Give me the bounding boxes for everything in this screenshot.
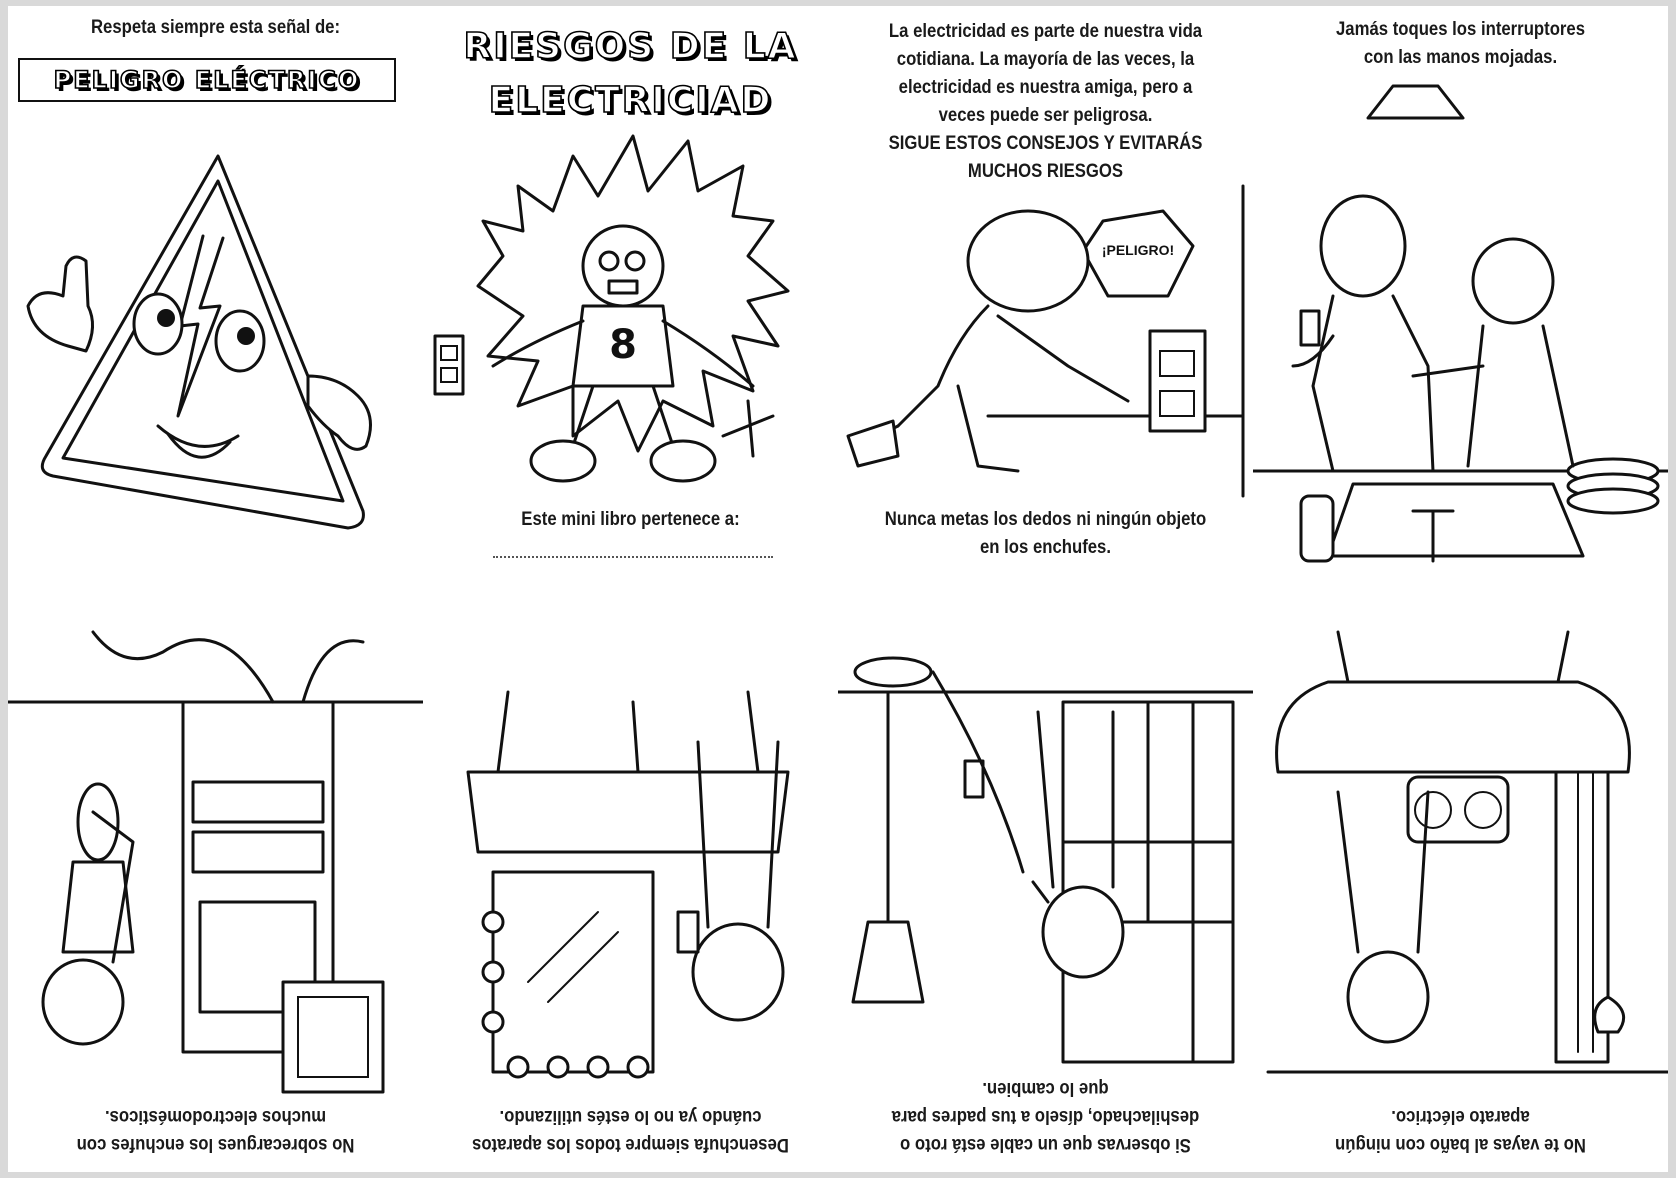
panel-intro: La electricidad es parte de nuestra vida… (838, 6, 1253, 589)
signal-caption: Respeta siempre esta señal de: (90, 17, 341, 38)
minibook-sheet: Respeta siempre esta señal de: PELIGRO E… (8, 6, 1668, 1172)
panel-overload: No sobrecargues los enchufes con muchos … (8, 589, 423, 1172)
intro-line-2: cotidiana. La mayoría de las veces, la (896, 49, 1195, 70)
kitchen-sink-illustration (1253, 84, 1668, 563)
owner-label: Este mini libro pertenece a: (521, 509, 740, 530)
overloaded-appliances-illustration (8, 630, 423, 1094)
panel-unplug: Desenchufa siempre todos los aparatos cu… (423, 589, 838, 1172)
cover-title-line2: ELECTRICIAD (488, 79, 773, 122)
panel-cable: Si observas que un cable está roto o des… (838, 589, 1253, 1172)
warning-triangle-mascot-illustration (26, 154, 372, 530)
panel-cover: RIESGOS DE LA ELECTRICIAD (423, 6, 838, 589)
girl-at-outlet-illustration (846, 184, 1245, 498)
wet-hands-text: Jamás toques los interruptores con las m… (1287, 16, 1635, 72)
panel-danger-sign: Respeta siempre esta señal de: PELIGRO E… (8, 6, 423, 589)
jersey-number: 8 (609, 322, 637, 368)
intro-line-4: veces puede ser peligrosa. (938, 105, 1153, 126)
bathtub-radio-illustration (1266, 630, 1668, 1074)
intro-line-6: MUCHOS RIESGOS (967, 161, 1124, 182)
danger-title: PELIGRO ELÉCTRICO (53, 65, 361, 95)
panel-wet-hands: Jamás toques los interruptores con las m… (1253, 6, 1668, 589)
cover-title-line1: RIESGOS DE LA (463, 25, 798, 68)
danger-sign-text: ¡PELIGRO! (1101, 242, 1175, 258)
wet-hands-line-2: con las manos mojadas. (1363, 47, 1558, 68)
outlet-caption-line-2: en los enchufes. (979, 537, 1112, 558)
intro-line-5: SIGUE ESTOS CONSEJOS Y EVITARÁS (888, 133, 1203, 154)
shocked-boy-illustration (433, 134, 790, 483)
intro-text: La electricidad es parte de nuestra vida… (872, 18, 1220, 186)
intro-line-3: electricidad es nuestra amiga, pero a (898, 77, 1193, 98)
panel-bath: No te vayas al baño con ningún aparato e… (1253, 589, 1668, 1172)
outlet-caption: Nunca metas los dedos ni ningún objeto e… (872, 506, 1220, 562)
intro-line-1: La electricidad es parte de nuestra vida (888, 21, 1203, 42)
vanity-mirror-illustration (466, 690, 790, 1079)
outlet-caption-line-1: Nunca metas los dedos ni ningún objeto (884, 509, 1207, 530)
danger-title-box: PELIGRO ELÉCTRICO (18, 58, 396, 102)
wet-hands-line-1: Jamás toques los interruptores (1335, 19, 1586, 40)
owner-name-line[interactable] (493, 556, 773, 558)
frayed-cable-illustration (838, 656, 1253, 1064)
